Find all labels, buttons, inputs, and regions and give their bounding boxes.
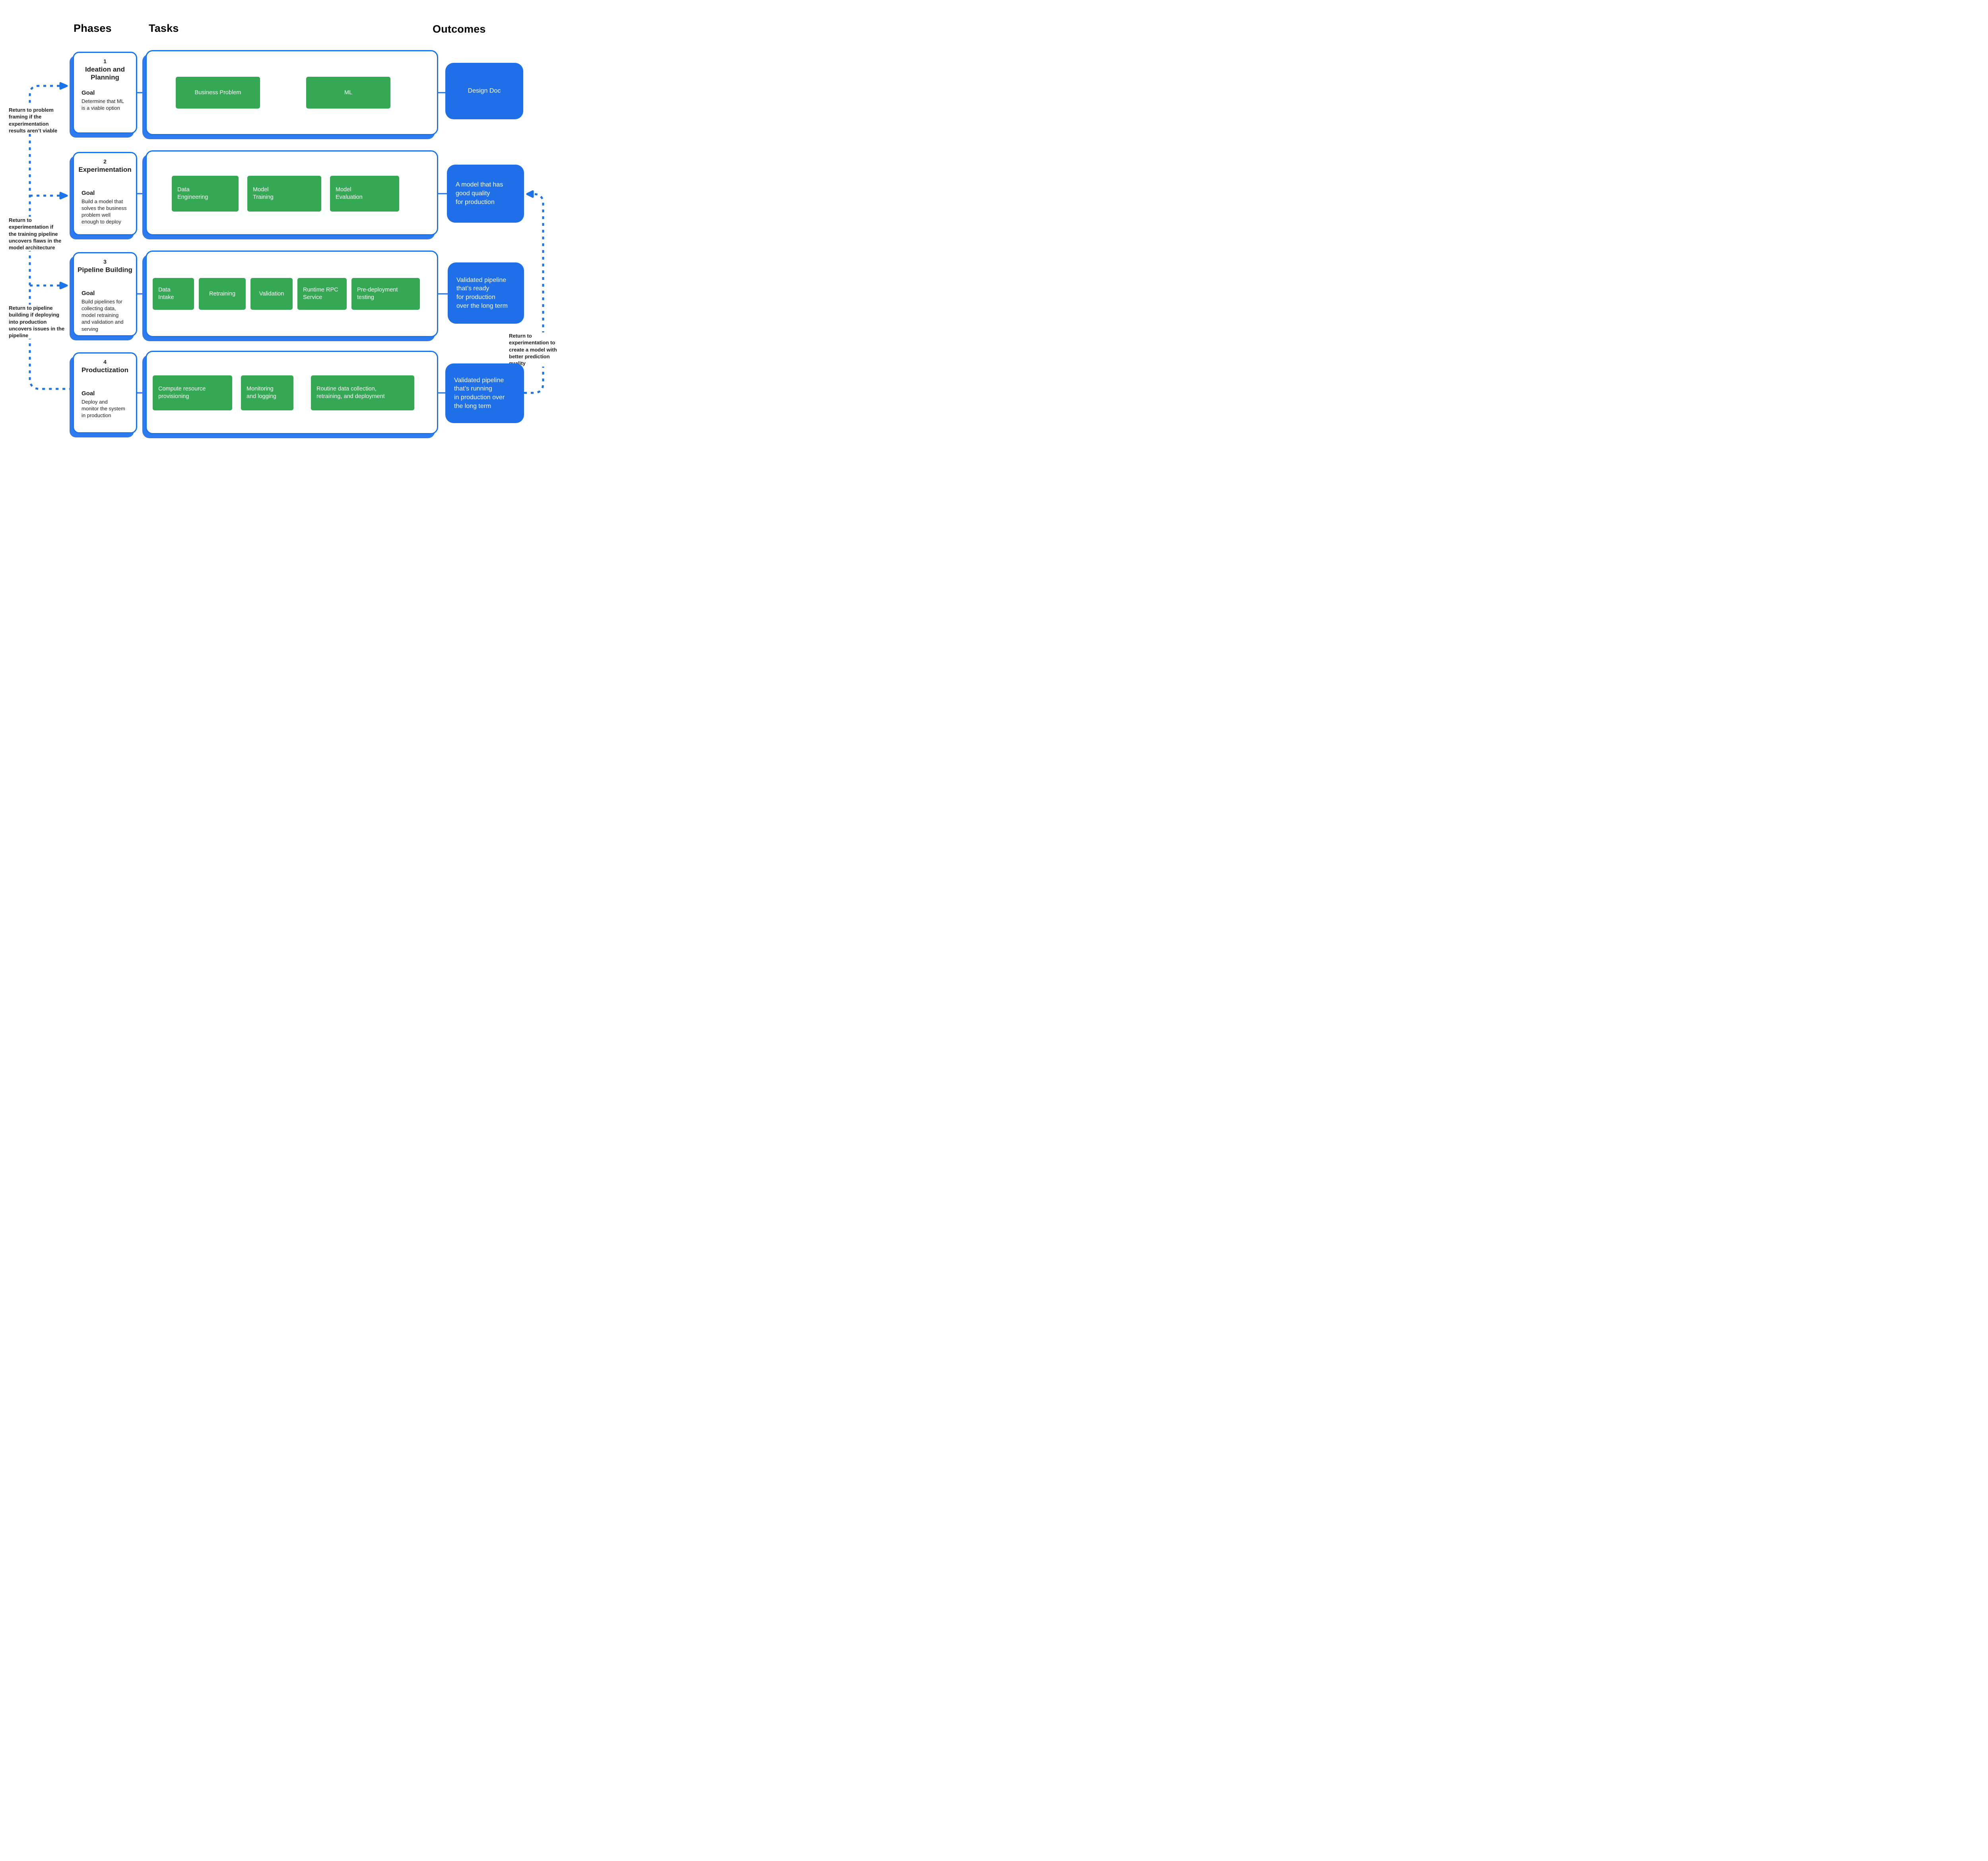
task-box-retraining: Retraining — [199, 278, 246, 310]
goal-text: Determine that ML is a viable option — [82, 98, 124, 111]
phase-goal: Goal Build pipelines for collecting data… — [74, 290, 136, 332]
goal-label: Goal — [82, 390, 95, 397]
feedback-arrowhead-icon — [59, 82, 68, 90]
phase-title: Productization — [81, 366, 129, 374]
phase-number: 1 — [103, 58, 107, 64]
outcome-card-validated-pipeline-running: Validated pipeline that’s running in pro… — [445, 363, 524, 423]
goal-text: Build pipelines for collecting data, mod… — [82, 299, 124, 332]
mlops-lifecycle-diagram: Phases Tasks Outcomes — [0, 0, 565, 465]
feedback-note-problem-framing: Return to problem framing if the experim… — [9, 107, 73, 134]
task-box-model-evaluation: Model Evaluation — [330, 176, 399, 212]
outcome-card-validated-pipeline-ready: Validated pipeline that’s ready for prod… — [448, 262, 524, 324]
goal-text: Build a model that solves the business p… — [82, 198, 127, 225]
feedback-arrowhead-icon — [59, 282, 68, 289]
task-box-ml: ML — [306, 77, 390, 109]
phase-goal: Goal Build a model that solves the busin… — [74, 190, 136, 225]
feedback-note-pipeline-building: Return to pipeline building if deploying… — [9, 305, 80, 339]
phase-goal: Goal Determine that ML is a viable optio… — [74, 89, 136, 111]
phase-number: 4 — [103, 359, 107, 365]
goal-label: Goal — [82, 190, 95, 196]
goal-label: Goal — [82, 290, 95, 297]
feedback-note-prediction-quality: Return to experimentation to create a mo… — [509, 332, 565, 367]
task-box-monitoring-and-logging: Monitoring and logging — [241, 375, 293, 410]
phase-title: Experimentation — [78, 166, 132, 173]
phase-number: 2 — [103, 158, 107, 165]
task-box-data-engineering: Data Engineering — [172, 176, 239, 212]
feedback-arrowhead-icon — [526, 190, 534, 198]
feedback-arrowhead-icon — [59, 192, 68, 200]
task-box-compute-resource-provisioning: Compute resource provisioning — [153, 375, 232, 410]
phase-goal: Goal Deploy and monitor the system in pr… — [74, 390, 136, 419]
phase-title: Pipeline Building — [78, 266, 132, 274]
task-box-validation: Validation — [250, 278, 293, 310]
task-box-data-intake: Data Intake — [153, 278, 194, 310]
outcome-card-design-doc: Design Doc — [445, 63, 523, 119]
task-box-runtime-rpc-service: Runtime RPC Service — [297, 278, 347, 310]
goal-label: Goal — [82, 89, 95, 96]
phase-card-ideation-planning: 1 Ideation and Planning Goal Determine t… — [73, 52, 137, 134]
column-header-phases: Phases — [74, 22, 112, 34]
feedback-note-experimentation: Return to experimentation if the trainin… — [9, 217, 77, 251]
task-box-pre-deployment-testing: Pre-deployment testing — [351, 278, 420, 310]
task-box-business-problem: Business Problem — [176, 77, 260, 109]
phase-card-pipeline-building: 3 Pipeline Building Goal Build pipelines… — [73, 252, 137, 336]
column-header-tasks: Tasks — [149, 22, 179, 34]
phase-title: Ideation and Planning — [85, 66, 125, 81]
phase-card-productization: 4 Productization Goal Deploy and monitor… — [73, 352, 137, 433]
task-box-routine-data-collection: Routine data collection, retraining, and… — [311, 375, 414, 410]
goal-text: Deploy and monitor the system in product… — [82, 399, 125, 419]
outcome-card-quality-model: A model that has good quality for produc… — [447, 165, 524, 223]
phase-number: 3 — [103, 258, 107, 265]
column-header-outcomes: Outcomes — [433, 23, 486, 35]
phase-card-experimentation: 2 Experimentation Goal Build a model tha… — [73, 152, 137, 235]
task-box-model-training: Model Training — [247, 176, 321, 212]
